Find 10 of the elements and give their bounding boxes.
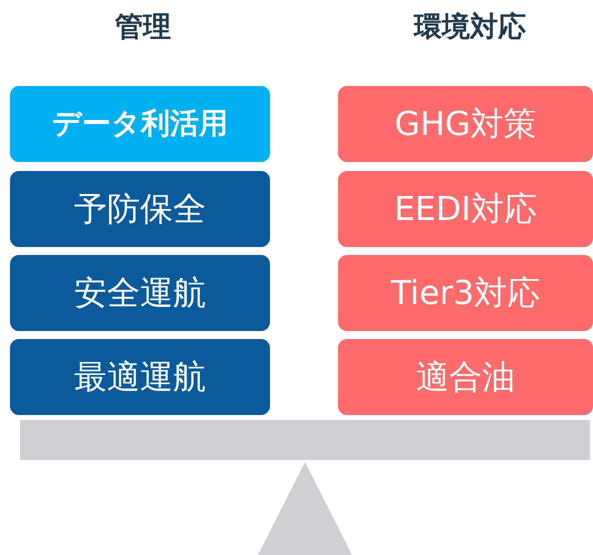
- category-box: 適合油: [338, 339, 593, 415]
- category-box: 安全運航: [10, 255, 270, 331]
- column-heading: 環境対応: [414, 9, 526, 45]
- category-box: EEDI対応: [338, 171, 593, 247]
- category-box: データ利活用: [10, 86, 270, 162]
- category-box: 最適運航: [10, 339, 270, 415]
- category-box: 予防保全: [10, 171, 270, 247]
- category-box: GHG対策: [338, 86, 593, 162]
- category-box: Tier3対応: [338, 255, 593, 331]
- column-heading: 管理: [115, 9, 171, 45]
